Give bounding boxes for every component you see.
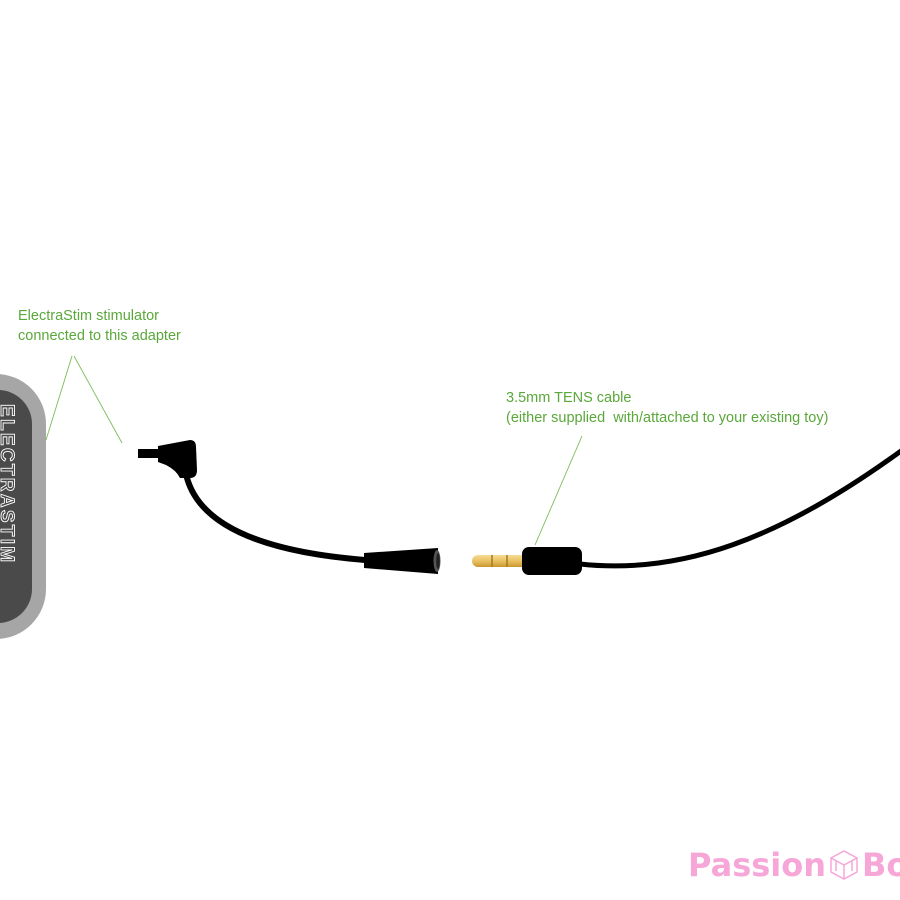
adapter-cable bbox=[138, 440, 441, 574]
stimulator-annotation-line2: connected to this adapter bbox=[18, 328, 181, 344]
logo-text-box: Box bbox=[862, 846, 900, 884]
stimulator-device: ELECTRASTIM bbox=[0, 374, 46, 639]
passionbox-logo: Passion Box bbox=[688, 846, 900, 884]
tens-annotation-line1: 3.5mm TENS cable bbox=[506, 390, 632, 406]
tens-annotation-line2: (either supplied with/attached to your e… bbox=[506, 410, 829, 426]
stimulator-annotation-line1: ElectraStim stimulator bbox=[18, 308, 160, 324]
gold-plug-tip bbox=[472, 555, 527, 567]
device-brand-text: ELECTRASTIM bbox=[0, 404, 17, 564]
pointer-lines bbox=[45, 355, 583, 546]
stimulator-annotation: ElectraStim stimulator connected to this… bbox=[18, 306, 181, 346]
tens-cable bbox=[472, 448, 900, 575]
tens-cable-annotation: 3.5mm TENS cable (either supplied with/a… bbox=[506, 388, 828, 428]
box-logo-icon bbox=[830, 850, 858, 880]
pointer-line-device bbox=[45, 355, 73, 441]
plug-boot bbox=[522, 547, 582, 575]
female-jack bbox=[364, 548, 438, 574]
logo-text-passion: Passion bbox=[688, 846, 827, 884]
pointer-line-adapter bbox=[73, 355, 123, 444]
pointer-line-tens bbox=[534, 435, 583, 546]
